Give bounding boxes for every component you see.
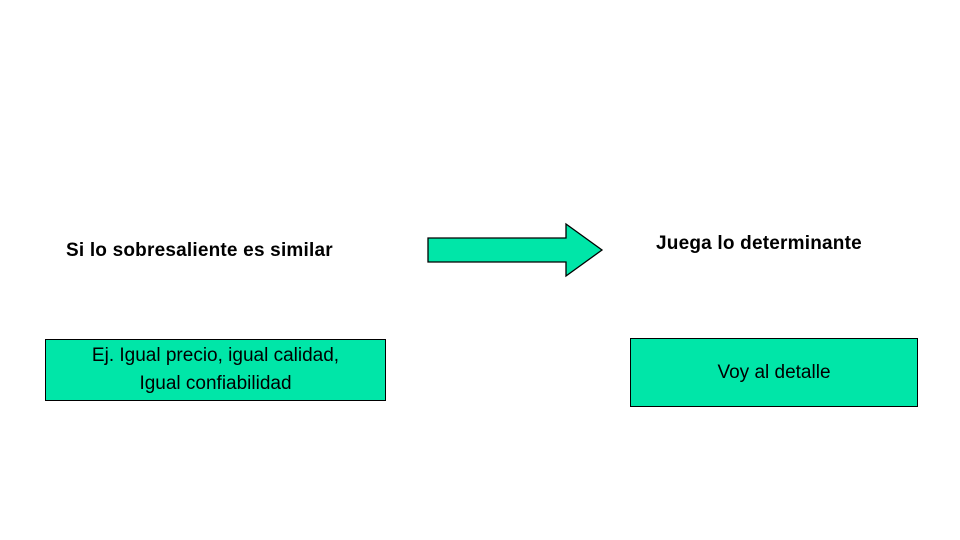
detail-box: Voy al detalle (630, 338, 918, 407)
condition-label: Si lo sobresaliente es similar (66, 240, 333, 261)
example-line-2: Igual confiabilidad (139, 373, 292, 394)
result-label: Juega lo determinante (656, 233, 862, 254)
right-arrow-icon (427, 222, 604, 278)
example-box: Ej. Igual precio, igual calidad, Igual c… (45, 339, 386, 401)
detail-text: Voy al detalle (717, 362, 831, 383)
arrow-shape (427, 222, 604, 278)
example-line-1: Ej. Igual precio, igual calidad, (91, 345, 340, 366)
